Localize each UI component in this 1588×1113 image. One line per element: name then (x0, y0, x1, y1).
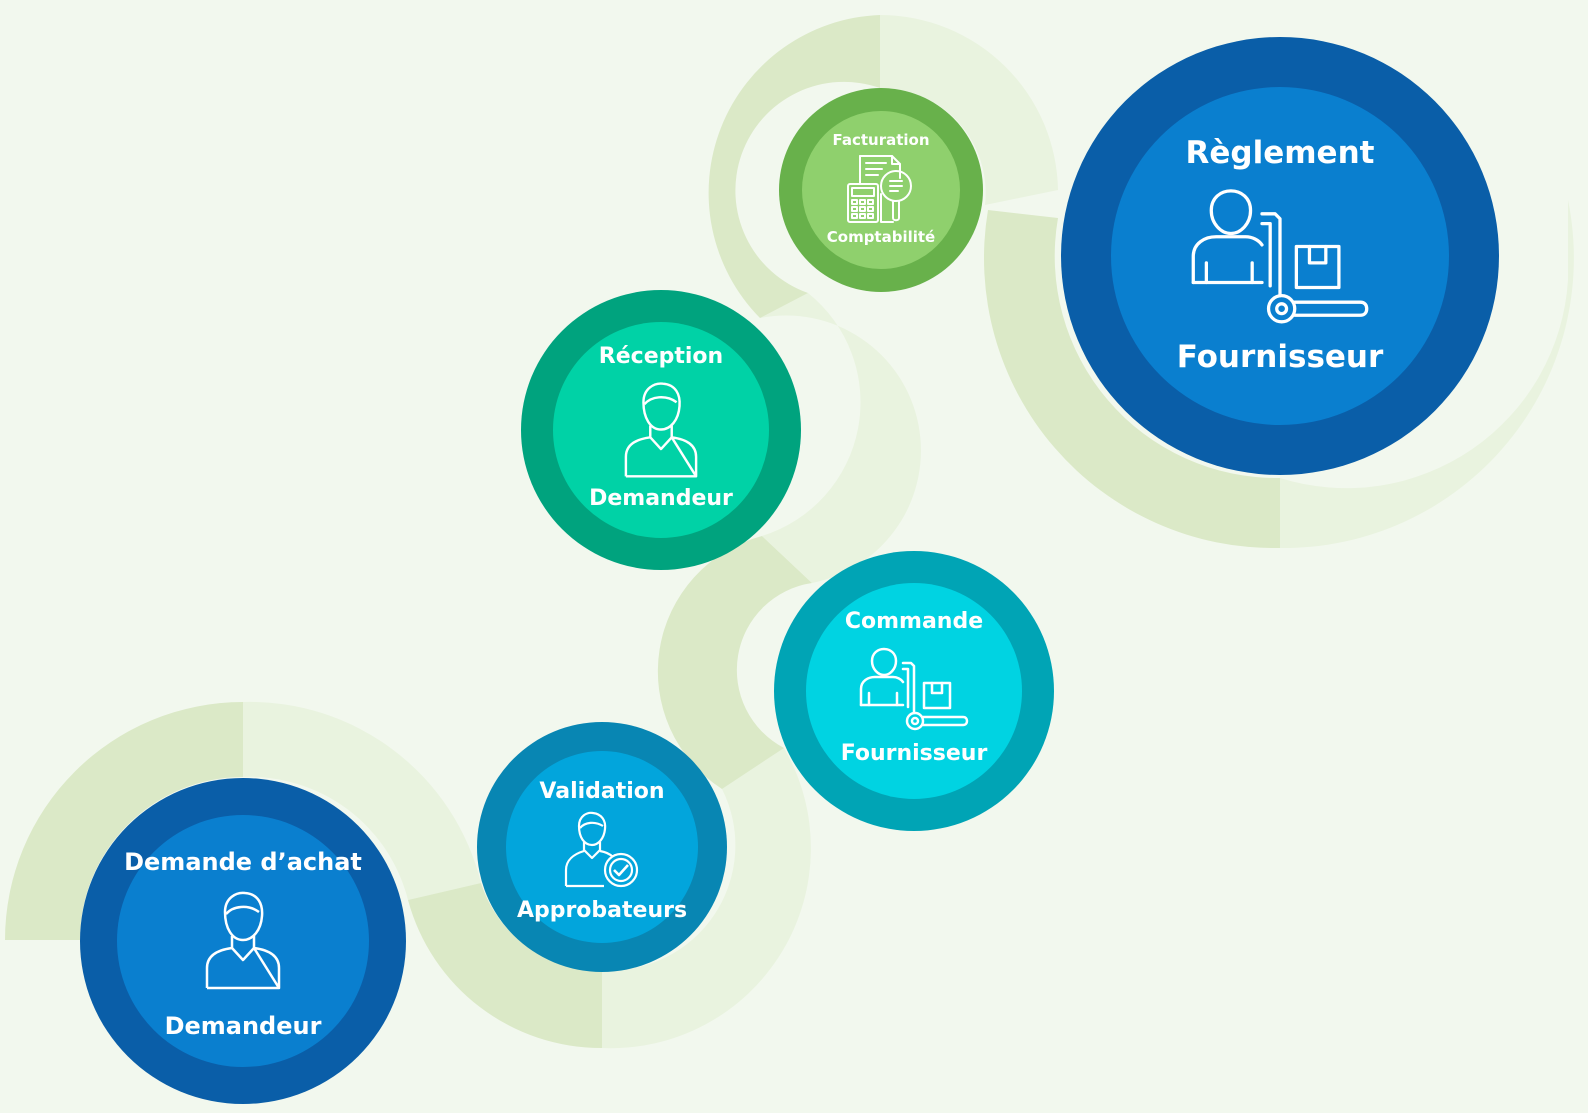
path-arc (1280, 200, 1574, 549)
step-reglement: Règlement Fournisseur (1061, 37, 1499, 475)
step-actor: Demandeur (589, 486, 733, 511)
step-actor: Fournisseur (840, 741, 988, 766)
path-arc (880, 14, 1058, 205)
supplier-cart-icon (1190, 187, 1370, 329)
person-icon (622, 378, 700, 482)
step-actor: Comptabilité (826, 228, 936, 246)
step-commande: Commande Fournisseur (774, 551, 1054, 831)
step-actor: Fournisseur (1176, 339, 1384, 375)
step-title: Facturation (832, 131, 930, 149)
step-title: Validation (539, 779, 665, 804)
path-arc (602, 748, 811, 1049)
path-arc (760, 293, 921, 583)
step-title: Règlement (1185, 135, 1375, 171)
step-actor: Approbateurs (516, 898, 688, 923)
person-check-icon (562, 810, 642, 890)
step-demande-achat: Demande d’achat Demandeur (80, 778, 406, 1104)
invoice-calculator-icon (846, 154, 916, 226)
person-icon (203, 888, 283, 993)
step-inner-circle (506, 751, 698, 943)
step-title: Commande (844, 609, 984, 634)
supplier-cart-icon (859, 647, 969, 733)
step-reception: Réception Demandeur (521, 290, 801, 570)
step-actor: Demandeur (164, 1012, 322, 1040)
step-validation: Validation Approbateurs (477, 722, 727, 972)
path-arc (708, 15, 880, 318)
path-arc (657, 536, 812, 789)
path-arc (243, 701, 481, 900)
step-title: Demande d’achat (124, 848, 362, 876)
step-title: Réception (598, 344, 724, 369)
path-arc (5, 702, 243, 940)
path-arc (983, 210, 1280, 549)
path-arc (408, 883, 602, 1049)
step-facturation: Facturation Comptabilité (779, 88, 983, 292)
